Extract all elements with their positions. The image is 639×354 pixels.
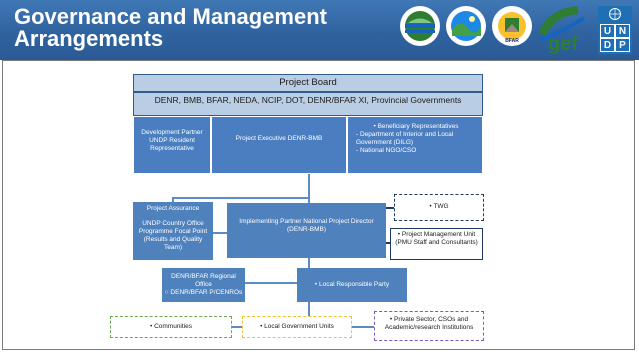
pmu-box: • Project Management Unit (PMU Staff and…: [390, 228, 483, 260]
connector-to-implementing: [308, 197, 310, 203]
project-executive-text: Project Executive DENR-BMB: [235, 135, 323, 142]
board-members: DENR, BMB, BFAR, NEDA, NCIP, DOT, DENR/B…: [133, 92, 483, 116]
connector-lgu-private: [352, 326, 374, 328]
undp-logo-icon: U N D P: [598, 6, 632, 54]
beneficiary-line-3: - National NGO/CSO: [356, 147, 417, 154]
twg-box: • TWG: [394, 194, 484, 221]
private-sector-text: • Private Sector, CSOs and Academic/rese…: [384, 316, 474, 331]
connector-to-lgu: [308, 302, 310, 316]
regional-office-box: DENR/BFAR Regional Office ○ DENR/BFAR P/…: [162, 268, 245, 302]
regional-office-line-2: ○ DENR/BFAR P/CENROs: [164, 289, 243, 296]
project-board-title: Project Board: [133, 74, 483, 92]
undp-letter-n: N: [615, 24, 630, 38]
connector-board-down: [308, 174, 310, 198]
undp-letter-d: D: [600, 38, 615, 52]
communities-text: • Communities: [149, 323, 192, 330]
connector-regional-local: [245, 282, 297, 284]
project-assurance-title: Project Assurance: [146, 205, 200, 212]
undp-letter-p: P: [615, 38, 630, 52]
communities-box: • Communities: [110, 316, 232, 338]
twg-text: • TWG: [429, 203, 449, 210]
connector-lgu-communities: [232, 326, 242, 328]
project-assurance-body: UNDP Country Office Programme Focal Poin…: [138, 220, 208, 251]
beneficiary-line-1: • Beneficiary Representatives: [373, 123, 459, 130]
pmu-text: • Project Management Unit (PMU Staff and…: [395, 231, 478, 246]
lgu-box: • Local Government Units: [242, 316, 352, 338]
project-assurance-box: Project Assurance UNDP Country Office Pr…: [133, 202, 213, 260]
board-members-text: DENR, BMB, BFAR, NEDA, NCIP, DOT, DENR/B…: [154, 95, 462, 105]
connector-horizontal-top: [172, 197, 310, 199]
denr-logo-icon: [400, 6, 440, 46]
beneficiary-box: • Beneficiary Representatives - Departme…: [347, 116, 483, 174]
bfar-text: BFAR: [505, 38, 519, 44]
slide-title: Governance and Management Arrangements: [14, 4, 327, 51]
bmb-logo-icon: [446, 6, 486, 46]
beneficiary-line-2: - Department of Interior and Local Gover…: [356, 131, 454, 146]
implementing-partner-text: Implementing Partner National Project Di…: [239, 218, 374, 233]
connector-to-pmu: [386, 242, 390, 244]
bfar-logo-icon: BFAR: [492, 6, 532, 46]
undp-letter-u: U: [600, 24, 615, 38]
connector-implementing-down: [308, 258, 310, 268]
gef-logo-icon: gef: [538, 4, 594, 55]
slide-header: Governance and Management Arrangements: [0, 0, 639, 60]
dev-partner-box: Development Partner UNDP Resident Repres…: [133, 116, 211, 174]
implementing-partner-box: Implementing Partner National Project Di…: [227, 203, 386, 258]
gef-text: gef: [548, 33, 578, 54]
project-executive-box: Project Executive DENR-BMB: [211, 116, 347, 174]
connector-to-assurance: [172, 197, 174, 202]
lgu-text: • Local Government Units: [260, 323, 334, 330]
private-sector-box: • Private Sector, CSOs and Academic/rese…: [374, 311, 484, 341]
local-responsible-party-box: • Local Responsible Party: [297, 268, 407, 302]
dev-partner-text: Development Partner UNDP Resident Repres…: [141, 129, 203, 152]
project-board-label: Project Board: [279, 77, 337, 88]
connector-assurance-implementing: [213, 232, 227, 234]
local-responsible-party-text: • Local Responsible Party: [314, 281, 390, 288]
regional-office-line-1: DENR/BFAR Regional Office: [171, 273, 236, 288]
connector-to-twg: [386, 207, 394, 209]
